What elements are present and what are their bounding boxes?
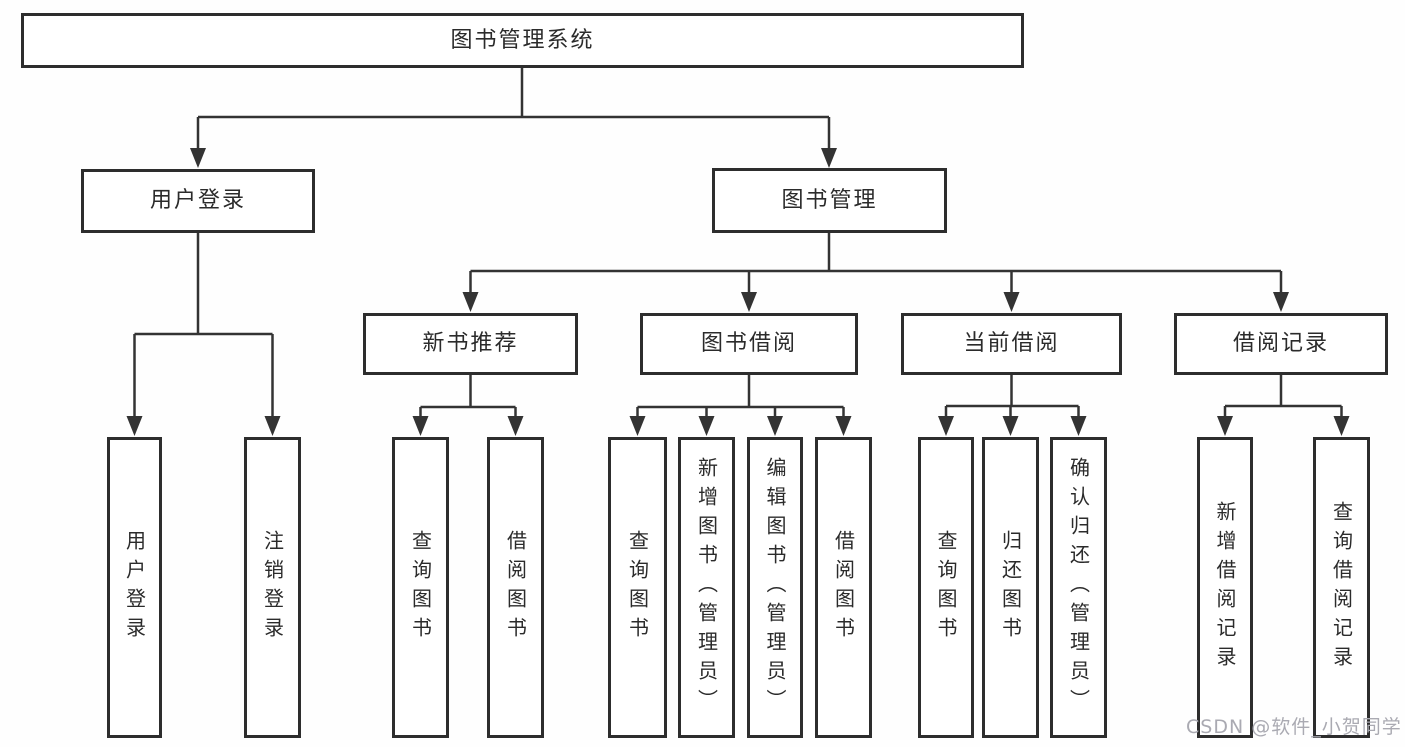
- leaf-borrow-books-borrow: 借阅图书: [815, 437, 872, 738]
- node-borrowing-records: 借阅记录: [1174, 313, 1388, 375]
- node-book-management: 图书管理: [712, 168, 947, 233]
- leaf-user-login: 用户登录: [107, 437, 162, 738]
- leaf-borrow-books-recommend: 借阅图书: [487, 437, 544, 738]
- leaf-query-books-current: 查询图书: [918, 437, 974, 738]
- leaf-add-borrow-record: 新增借阅记录: [1197, 437, 1253, 738]
- leaf-query-borrow-record: 查询借阅记录: [1313, 437, 1370, 738]
- node-current-borrowing: 当前借阅: [901, 313, 1122, 375]
- connector-lines: [133, 68, 1343, 430]
- leaf-add-book-admin: 新增图书（管理员）: [678, 437, 735, 738]
- leaf-edit-book-admin: 编辑图书（管理员）: [747, 437, 803, 738]
- leaf-return-book: 归还图书: [982, 437, 1039, 738]
- leaf-logout: 注销登录: [244, 437, 301, 738]
- leaf-query-books-recommend: 查询图书: [392, 437, 449, 738]
- node-user-login: 用户登录: [81, 169, 315, 233]
- leaf-confirm-return-admin: 确认归还（管理员）: [1050, 437, 1107, 738]
- leaf-query-books-borrow: 查询图书: [608, 437, 667, 738]
- node-new-book-recommendation: 新书推荐: [363, 313, 578, 375]
- node-book-borrowing: 图书借阅: [640, 313, 858, 375]
- node-root-book-management-system: 图书管理系统: [21, 13, 1024, 68]
- csdn-watermark: CSDN @软件_小贺同学: [1186, 716, 1402, 738]
